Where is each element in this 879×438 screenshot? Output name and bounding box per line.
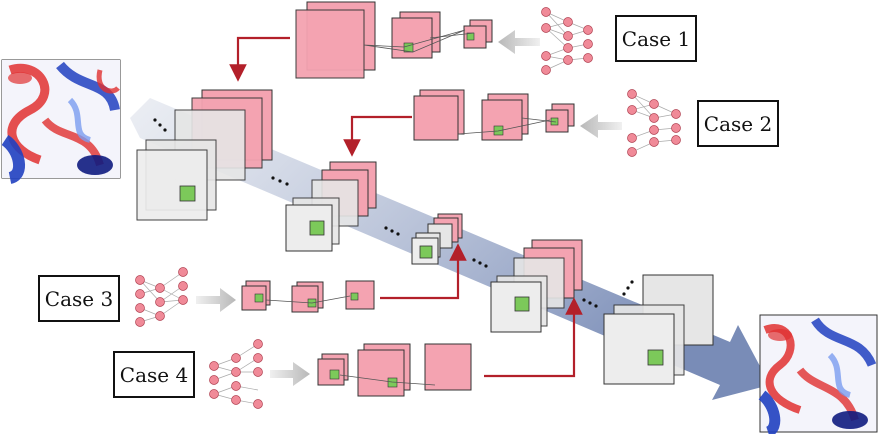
case4-label: Case 4 xyxy=(113,351,195,398)
case3-label: Case 3 xyxy=(38,275,120,322)
network-icon-case3 xyxy=(135,267,188,327)
case1-label: Case 1 xyxy=(615,15,697,62)
main-stack-4 xyxy=(490,239,583,333)
case1-branch xyxy=(229,1,540,82)
network-icon-case2 xyxy=(627,89,681,157)
main-stack-5 xyxy=(603,274,714,385)
main-stack-3 xyxy=(411,213,463,265)
case4-branch xyxy=(270,297,583,397)
main-stack-2 xyxy=(285,161,377,252)
main-stack-1 xyxy=(136,89,273,221)
input-field-image xyxy=(1,59,121,184)
case2-label: Case 2 xyxy=(697,100,779,147)
output-field-image xyxy=(758,314,878,438)
case3-branch xyxy=(196,243,467,313)
case2-branch xyxy=(343,89,622,157)
network-icon-case1 xyxy=(541,7,593,75)
network-icon-case4 xyxy=(209,339,263,409)
main-ellipses xyxy=(153,118,634,308)
